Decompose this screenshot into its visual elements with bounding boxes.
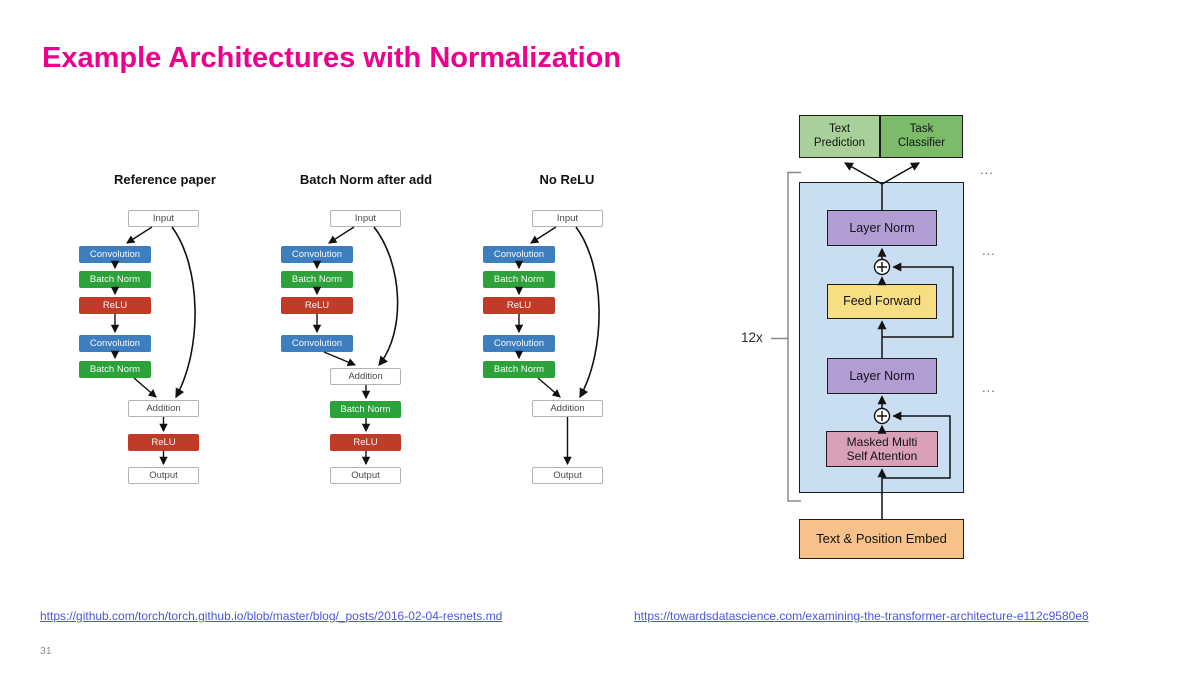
node-addition: Addition — [330, 368, 401, 385]
node-relu: ReLU — [128, 434, 199, 451]
multiplier-label: 12x — [741, 330, 763, 345]
node-addition: Addition — [532, 400, 603, 417]
node-layer-norm-bottom: Layer Norm — [827, 358, 937, 394]
slide-title: Example Architectures with Normalization — [42, 42, 622, 74]
resnet-diagram-1-title: Reference paper — [114, 172, 216, 187]
resnet-source-link[interactable]: https://github.com/torch/torch.github.io… — [40, 609, 503, 623]
ellipsis-bottom: ... — [982, 380, 996, 395]
text-prediction-line1: Text — [828, 122, 851, 135]
node-convolution: Convolution — [79, 335, 151, 352]
resnet-diagram-3-title: No ReLU — [539, 172, 595, 187]
skip-connection-arrow — [171, 226, 196, 399]
node-task-classifier: Task Classifier — [880, 115, 963, 158]
node-text-prediction: Text Prediction — [799, 115, 880, 158]
node-batch-norm: Batch Norm — [281, 271, 353, 288]
node-relu: ReLU — [483, 297, 555, 314]
node-addition: Addition — [128, 400, 199, 417]
resnet-diagram-2-title: Batch Norm after add — [299, 172, 433, 187]
node-batch-norm: Batch Norm — [330, 401, 401, 418]
text-prediction-line2: Prediction — [813, 136, 866, 149]
node-output: Output — [128, 467, 199, 484]
node-output: Output — [330, 467, 401, 484]
node-convolution: Convolution — [281, 246, 353, 263]
node-convolution: Convolution — [281, 335, 353, 352]
node-input: Input — [532, 210, 603, 227]
node-relu: ReLU — [281, 297, 353, 314]
task-classifier-line2: Classifier — [897, 136, 946, 149]
node-batch-norm: Batch Norm — [79, 271, 151, 288]
node-convolution: Convolution — [483, 246, 555, 263]
repeat-bracket — [771, 171, 801, 502]
skip-connection-arrow — [575, 226, 600, 399]
attention-line1: Masked Multi — [846, 434, 918, 449]
node-text-position-embed: Text & Position Embed — [799, 519, 964, 559]
node-input: Input — [330, 210, 401, 227]
skip-connection-arrow — [373, 226, 399, 366]
page-number: 31 — [40, 645, 52, 657]
node-relu: ReLU — [330, 434, 401, 451]
node-layer-norm-top: Layer Norm — [827, 210, 937, 246]
node-batch-norm: Batch Norm — [483, 361, 555, 378]
node-batch-norm: Batch Norm — [483, 271, 555, 288]
node-input: Input — [128, 210, 199, 227]
transformer-source-link[interactable]: https://towardsdatascience.com/examining… — [634, 609, 1089, 623]
node-convolution: Convolution — [79, 246, 151, 263]
node-relu: ReLU — [79, 297, 151, 314]
node-masked-multi-self-attention: Masked Multi Self Attention — [826, 431, 938, 467]
ellipsis-top: ... — [980, 162, 994, 177]
node-feed-forward: Feed Forward — [827, 284, 937, 319]
attention-line2: Self Attention — [846, 449, 918, 463]
node-batch-norm: Batch Norm — [79, 361, 151, 378]
node-output: Output — [532, 467, 603, 484]
task-classifier-line1: Task — [909, 122, 934, 135]
ellipsis-middle: ... — [982, 243, 996, 258]
node-convolution: Convolution — [483, 335, 555, 352]
